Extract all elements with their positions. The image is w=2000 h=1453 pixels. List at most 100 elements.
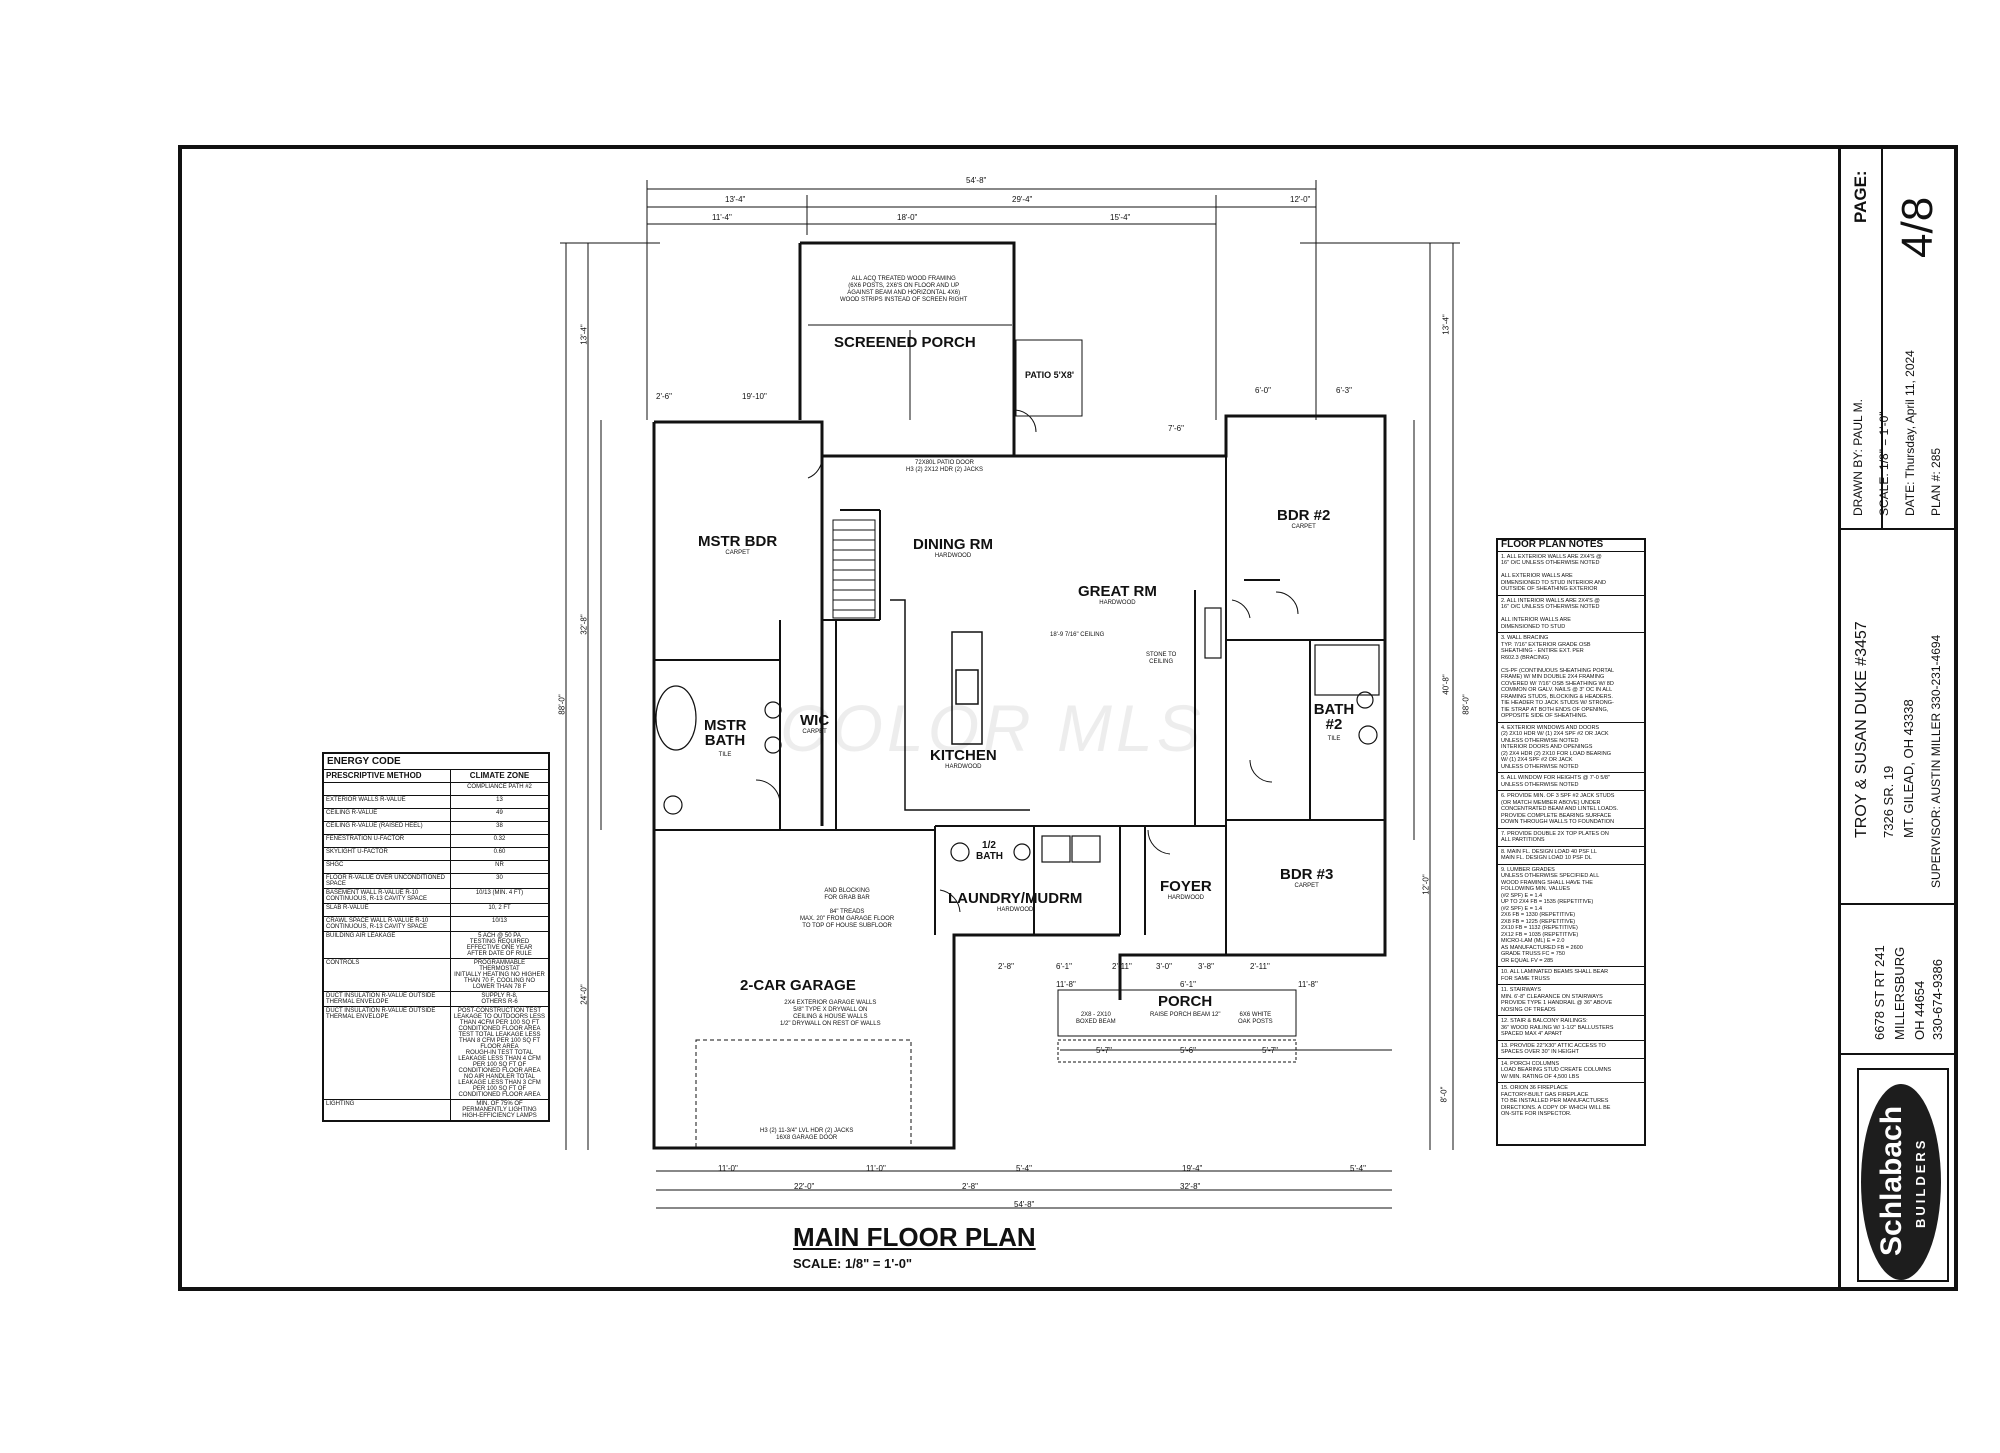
room-patio: PATIO 5'X8': [1025, 370, 1074, 380]
dim-left-4: 24'-0": [579, 984, 589, 1005]
energy-row-label: DUCT INSULATION R-VALUE OUTSIDE THERMAL …: [324, 992, 451, 1006]
builder-address-3: OH 44654: [1912, 980, 1927, 1040]
dim-right-3: 88'-0": [1461, 694, 1471, 715]
floor-plan-notes: FLOOR PLAN NOTES 1. ALL EXTERIOR WALLS A…: [1496, 538, 1646, 1146]
energy-row-value: 0.60: [493, 849, 506, 855]
dim-mid-1: 19'-10": [742, 392, 767, 401]
energy-row: COMPLIANCE PATH #2: [324, 783, 548, 796]
dim-bottom-9: 2'-8": [962, 1182, 978, 1191]
energy-row-value: 10/13: [491, 918, 507, 924]
dim-front-4: 3'-0": [1156, 962, 1172, 971]
energy-row: BASEMENT WALL R-VALUE R-10 CONTINUOUS, R…: [324, 889, 548, 904]
room-garage: 2-CAR GARAGE: [740, 977, 856, 994]
energy-code-table: ENERGY CODE PRESCRIPTIVE METHOD CLIMATE …: [322, 752, 550, 1122]
dim-mid-5: 7'-6": [1168, 424, 1184, 433]
dim-right-2: 40'-8": [1441, 674, 1451, 695]
garage-door: [695, 1039, 912, 1149]
interior-walls: [654, 416, 1385, 955]
drawing-scale: SCALE: 1/8" = 1'-0": [1877, 411, 1891, 516]
energy-row: CEILING R-VALUE (RAISED HEEL)38: [324, 822, 548, 835]
plan-title: MAIN FLOOR PLAN: [793, 1222, 1036, 1252]
energy-row-label: [324, 783, 451, 795]
floor-note: 6. PROVIDE MIN. OF 3 SPF #2 JACK STUDS (…: [1498, 791, 1644, 829]
door-swings: [755, 409, 1299, 913]
floor-note: 1. ALL EXTERIOR WALLS ARE 2X4'S @ 16" O/…: [1498, 552, 1644, 596]
stairs: [832, 519, 876, 619]
energy-row-value: 38: [496, 823, 503, 829]
energy-row-value: NR: [495, 862, 504, 868]
energy-row-label: SLAB R-VALUE: [324, 904, 451, 916]
dim-bottom-4: 5'-4": [1016, 1164, 1032, 1173]
floor-note: 13. PROVIDE 22"X30" ATTIC ACCESS TO SPAC…: [1498, 1041, 1644, 1059]
dim-overall-top: 54'-8": [966, 176, 987, 185]
porch-boxed-beam-note: 2X8 - 2X10 BOXED BEAM: [1076, 1012, 1116, 1025]
dim-porch-3: 5'-7": [1262, 1046, 1278, 1055]
title-block-divider: [1841, 528, 1957, 530]
dim-front-2: 6'-1": [1056, 962, 1072, 971]
dim-top-f: 15'-4": [1110, 213, 1131, 222]
energy-row-label: BUILDING AIR LEAKAGE: [324, 932, 451, 958]
title-block-divider: [1841, 903, 1957, 905]
room-half-bath: 1/2 BATH: [976, 840, 1004, 862]
energy-row-value: 0.32: [493, 836, 506, 842]
energy-header-method: PRESCRIPTIVE METHOD: [324, 770, 451, 782]
drawing-date: DATE: Thursday, April 11, 2024: [1903, 350, 1917, 516]
dim-porch-2: 5'-6": [1180, 1046, 1196, 1055]
garage-wall-note: 2X4 EXTERIOR GARAGE WALLS 5/8" TYPE X DR…: [780, 1000, 881, 1027]
floor-note: 4. EXTERIOR WINDOWS AND DOORS (2) 2X10 H…: [1498, 723, 1644, 773]
energy-row-value: 49: [496, 810, 503, 816]
energy-row-label: FLOOR R-VALUE OVER UNCONDITIONED SPACE: [324, 874, 451, 888]
garage-door-note: H3 (2) 11-3/4" LVL HDR (2) JACKS 16X8 GA…: [760, 1128, 854, 1141]
floor-note: 3. WALL BRACING TYP. 7/16" EXTERIOR GRAD…: [1498, 633, 1644, 723]
energy-row-value: 5 ACH @ 50 PA TESTING REQUIRED EFFECTIVE…: [466, 933, 533, 957]
energy-row-label: SKYLIGHT U-FACTOR: [324, 848, 451, 860]
dim-bottom-1: 11'-0": [718, 1164, 738, 1173]
dim-left-3: 88'-0": [557, 694, 567, 715]
builder-address-2: MILLERSBURG: [1892, 946, 1907, 1040]
energy-row: FENESTRATION U-FACTOR 0.32: [324, 835, 548, 848]
energy-row-value: 13: [496, 797, 503, 803]
builder-logo-sub: BUILDERS: [1913, 1137, 1928, 1228]
dim-front-6: 2'-11": [1250, 962, 1270, 971]
energy-row: DUCT INSULATION R-VALUE OUTSIDE THERMAL …: [324, 992, 548, 1007]
great-room-ceiling-note: 18'-9 7/16" CEILING: [1050, 632, 1105, 638]
screened-porch-details: [808, 324, 1083, 420]
dim-left-1: 13'-4": [579, 324, 589, 345]
builder-logo-oval: [1861, 1084, 1941, 1280]
stone-note: STONE TO CEILING: [1146, 652, 1177, 665]
plan-number: PLAN #: 285: [1929, 447, 1943, 516]
energy-row-label: CONTROLS: [324, 959, 451, 991]
dim-top-e: 18'-0": [897, 213, 918, 222]
floor-note: 7. PROVIDE DOUBLE 2X TOP PLATES ON ALL P…: [1498, 829, 1644, 847]
dim-top-c: 12'-0": [1290, 195, 1311, 204]
dim-mid-2: 2'-6": [656, 392, 672, 401]
dim-mid-3: 6'-0": [1255, 386, 1271, 395]
floor-plan-notes-title: FLOOR PLAN NOTES: [1498, 540, 1644, 552]
dim-front-8: 6'-1": [1180, 980, 1196, 989]
porch-beam-note: RAISE PORCH BEAM 12": [1150, 1012, 1221, 1018]
energy-row: SLAB R-VALUE 10, 2 FT: [324, 904, 548, 917]
dim-front-1: 2'-8": [998, 962, 1014, 971]
page-number: 4/8: [1893, 196, 1942, 258]
energy-row-value: 10, 2 FT: [488, 905, 511, 911]
title-block-divider: [1841, 1053, 1957, 1055]
patio-door-note: 72X80L PATIO DOOR H3 (2) 2X12 HDR (2) JA…: [906, 460, 984, 473]
energy-row-label: DUCT INSULATION R-VALUE OUTSIDE THERMAL …: [324, 1007, 451, 1099]
energy-row-value: 10/13 (MIN. 4 FT): [475, 890, 524, 896]
dim-bottom-2: 11'-0": [866, 1164, 886, 1173]
energy-row: SKYLIGHT U-FACTOR 0.60: [324, 848, 548, 861]
client-name: TROY & SUSAN DUKE #3457: [1853, 621, 1870, 838]
supervisor: SUPERVISOR: AUSTIN MILLER 330-231-4694: [1929, 634, 1943, 888]
energy-row-value: POST-CONSTRUCTION TEST LEAKAGE TO OUTDOO…: [453, 1008, 546, 1098]
energy-row-label: FENESTRATION U-FACTOR: [324, 835, 451, 847]
porch-posts-note: 6X6 WHITE OAK POSTS: [1238, 1012, 1273, 1025]
dim-front-9: 11'-8": [1298, 980, 1318, 989]
dim-front-3: 2'-11": [1112, 962, 1132, 971]
floor-note: 10. ALL LAMINATED BEAMS SHALL BEAR FOR S…: [1498, 967, 1644, 985]
porch-outline: [1057, 989, 1297, 1063]
energy-row-label: BASEMENT WALL R-VALUE R-10 CONTINUOUS, R…: [324, 889, 451, 903]
